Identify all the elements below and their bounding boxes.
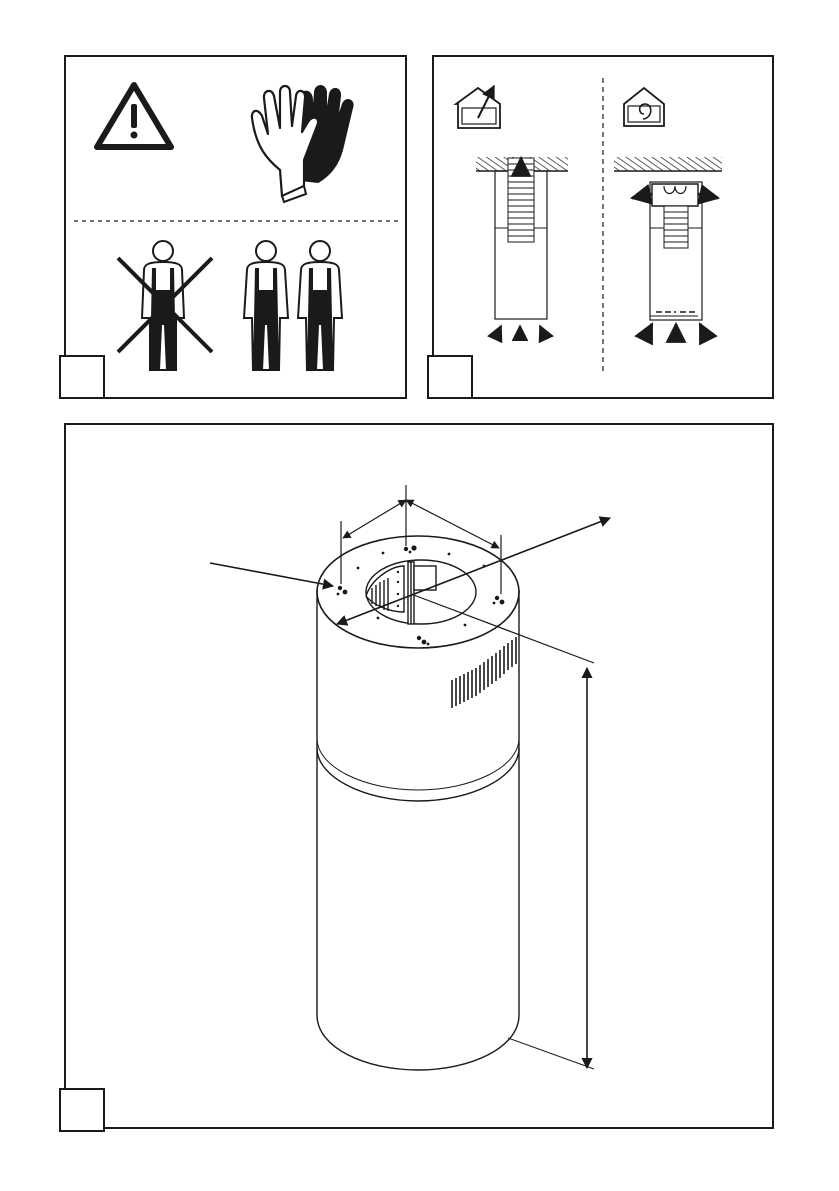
recirculation-hood-diagram — [614, 157, 722, 340]
worker-single-prohibited-icon — [118, 241, 212, 370]
protective-gloves-icon — [252, 86, 353, 202]
recirculation-mode-house-icon — [624, 88, 664, 126]
two-workers-icon — [244, 241, 342, 370]
warning-triangle-icon — [97, 85, 171, 147]
ducted-mode-house-icon — [456, 86, 500, 128]
ducted-hood-diagram — [476, 157, 568, 340]
cylindrical-hood-drawing — [317, 536, 519, 1070]
